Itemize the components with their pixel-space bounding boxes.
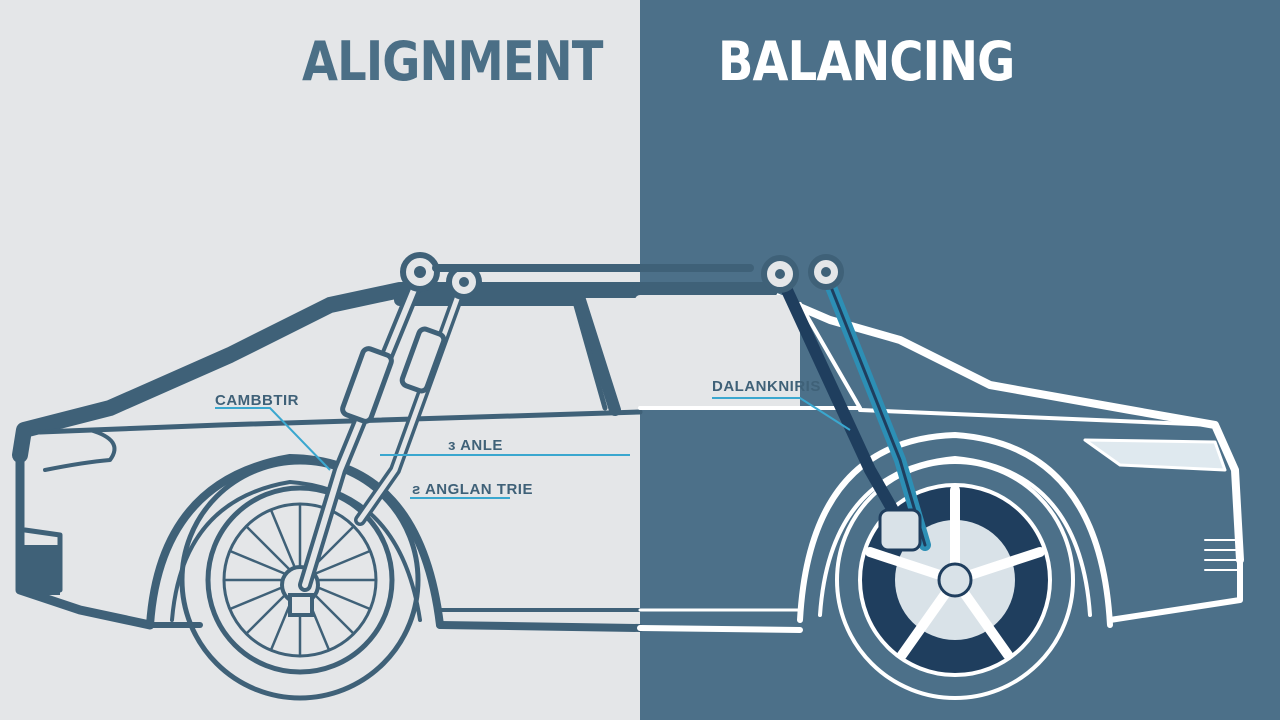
- camber-label: CAMBBTIR: [215, 392, 299, 409]
- balancing-title: BALANCING: [718, 30, 1015, 93]
- balancing-strut: [761, 254, 931, 552]
- car-body-left: [12, 282, 648, 632]
- balancing-label: DALANKNIRIS: [712, 378, 821, 395]
- alignment-title: ALIGNMENT: [302, 30, 603, 93]
- alignment-strut: [288, 252, 644, 617]
- toe-label: ƨ ANGLAN TRIE: [412, 481, 533, 498]
- balancing-pointer-line: [712, 397, 851, 431]
- alignment-pointer-lines: [215, 407, 630, 499]
- right-wheel: [835, 460, 1075, 700]
- angle-label: ɜ ANLE: [448, 437, 503, 454]
